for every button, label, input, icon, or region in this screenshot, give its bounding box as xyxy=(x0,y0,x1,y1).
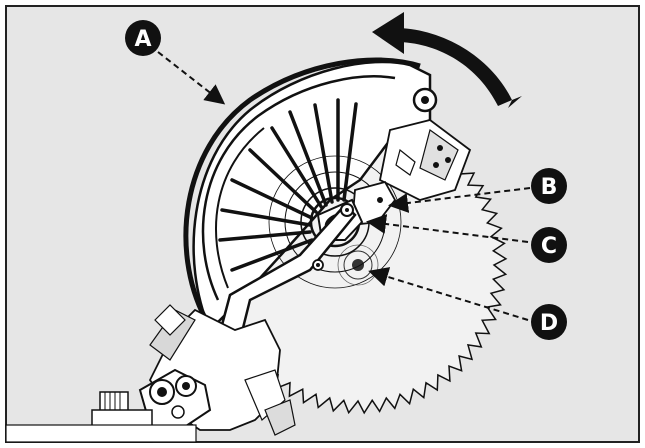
guard-arc-outer xyxy=(183,57,421,320)
svg-text:B: B xyxy=(541,175,558,200)
guard-vents xyxy=(218,98,358,272)
guard-pivot-bolt xyxy=(412,87,438,113)
callout-leaders xyxy=(157,51,531,321)
svg-text:C: C xyxy=(541,234,557,259)
callout-b: B xyxy=(531,168,567,204)
svg-text:D: D xyxy=(540,311,558,336)
blade-arbor-ring xyxy=(343,250,373,280)
guard-bracket xyxy=(378,119,472,201)
callout-a: A xyxy=(125,20,161,56)
guard-arc-inner xyxy=(215,127,265,289)
svg-text:A: A xyxy=(134,27,151,52)
guard-arc-mid xyxy=(201,75,396,301)
pivot-hinge xyxy=(138,368,212,432)
blade-arbor-bolt xyxy=(352,259,364,271)
counterclockwise-arrow-icon xyxy=(372,12,522,108)
callout-d: D xyxy=(531,304,567,340)
base-knob xyxy=(5,391,197,443)
callout-c: C xyxy=(531,227,567,263)
